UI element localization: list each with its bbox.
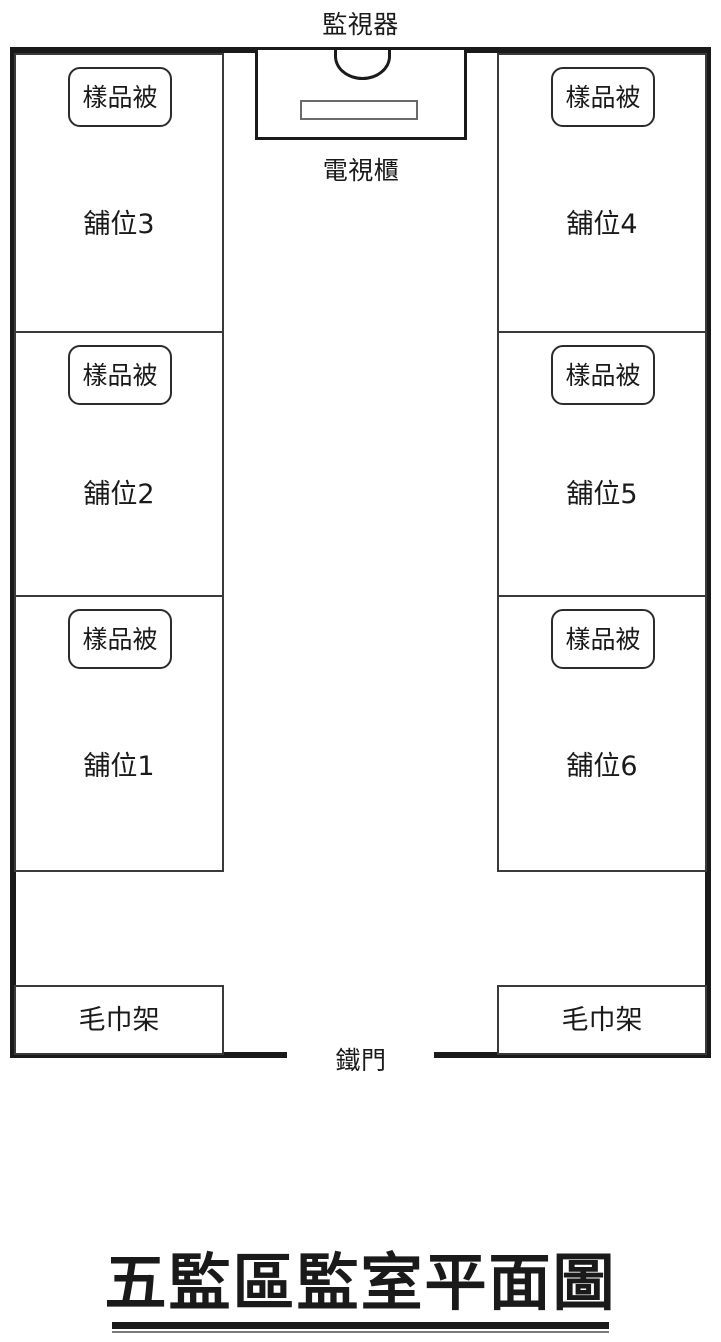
towel-rack-right[interactable]: 毛巾架 (497, 985, 707, 1055)
tv-cabinet[interactable] (255, 50, 467, 140)
diagram-title: 五監區監室平面圖 (104, 1246, 617, 1319)
bunk-label-bed-5: 舖位5 (566, 479, 638, 510)
diagram-title-block: 五監區監室平面圖 (0, 1252, 721, 1314)
bunk-cell-bed-2[interactable]: 樣品被 舖位2 (14, 331, 224, 597)
sample-quilt-bed-4[interactable]: 樣品被 (551, 67, 655, 127)
tv-cabinet-label: 電視櫃 (322, 156, 400, 185)
bunk-label-bed-3: 舖位3 (83, 209, 155, 240)
sample-quilt-bed-5[interactable]: 樣品被 (551, 345, 655, 405)
bunk-label-bed-2: 舖位2 (83, 479, 155, 510)
wall-bottom-right (434, 1052, 711, 1058)
title-underline-thin (112, 1331, 609, 1333)
monitor-label: 監視器 (322, 10, 399, 39)
bunk-cell-bed-6[interactable]: 樣品被 舖位6 (497, 595, 707, 872)
title-underline-thick (112, 1322, 609, 1329)
sample-quilt-bed-3[interactable]: 樣品被 (68, 67, 172, 127)
wall-right (705, 47, 711, 1058)
sample-quilt-bed-2[interactable]: 樣品被 (68, 345, 172, 405)
bunk-label-bed-6: 舖位6 (566, 751, 638, 782)
bunk-cell-bed-1[interactable]: 樣品被 舖位1 (14, 595, 224, 872)
bunk-cell-bed-3[interactable]: 樣品被 舖位3 (14, 53, 224, 333)
sample-quilt-bed-1[interactable]: 樣品被 (68, 609, 172, 669)
wall-left (10, 47, 16, 1058)
iron-gate-label: 鐵門 (335, 1046, 387, 1075)
bunk-label-bed-1: 舖位1 (83, 751, 155, 782)
bunk-label-bed-4: 舖位4 (566, 209, 638, 240)
towel-rack-left[interactable]: 毛巾架 (14, 985, 224, 1055)
television-screen-icon (300, 100, 418, 120)
wall-bottom-left (10, 1052, 287, 1058)
bunk-cell-bed-5[interactable]: 樣品被 舖位5 (497, 331, 707, 597)
bunk-cell-bed-4[interactable]: 樣品被 舖位4 (497, 53, 707, 333)
sample-quilt-bed-6[interactable]: 樣品被 (551, 609, 655, 669)
